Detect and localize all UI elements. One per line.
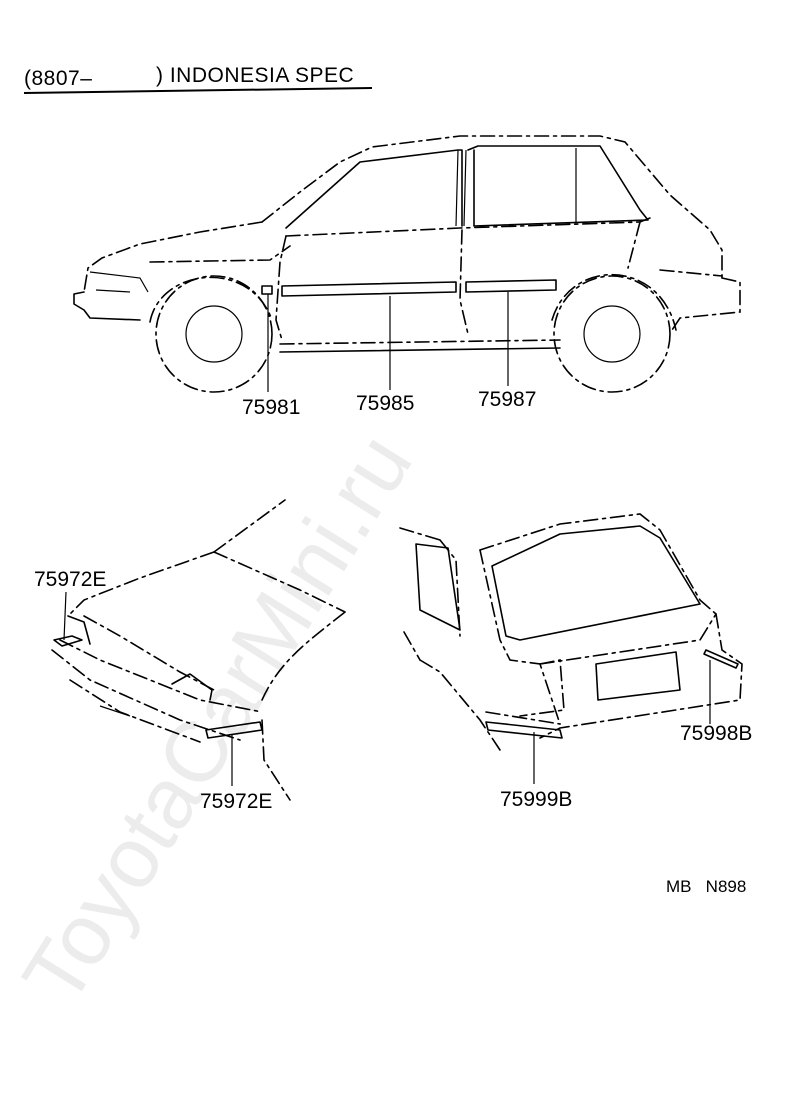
front-view-car <box>51 499 346 801</box>
rear-view-car <box>399 513 743 784</box>
part-label-75972e-top: 75972E <box>34 568 106 591</box>
part-label-75972e-bottom: 75972E <box>200 790 272 813</box>
side-view-labels: 75981 75985 75987 <box>242 388 536 419</box>
part-label-75999b: 75999B <box>500 788 572 811</box>
header-spec: ) INDONESIA SPEC <box>156 64 354 87</box>
part-label-75985: 75985 <box>356 392 414 415</box>
part-label-75987: 75987 <box>478 388 536 411</box>
front-view-labels: 75972E 75972E <box>34 568 272 813</box>
part-label-75998b: 75998B <box>680 722 752 745</box>
rear-view-labels: 75998B 75999B <box>500 722 752 811</box>
part-label-75981: 75981 <box>242 396 300 419</box>
drawing-code: MB N898 <box>666 877 746 896</box>
header-date-range: (8807– <box>24 67 92 90</box>
header: (8807– ) INDONESIA SPEC <box>23 64 373 94</box>
watermark-text: ToyotaCarMini.ru <box>5 418 431 1020</box>
header-underline <box>23 87 373 94</box>
side-view-car <box>73 135 741 393</box>
